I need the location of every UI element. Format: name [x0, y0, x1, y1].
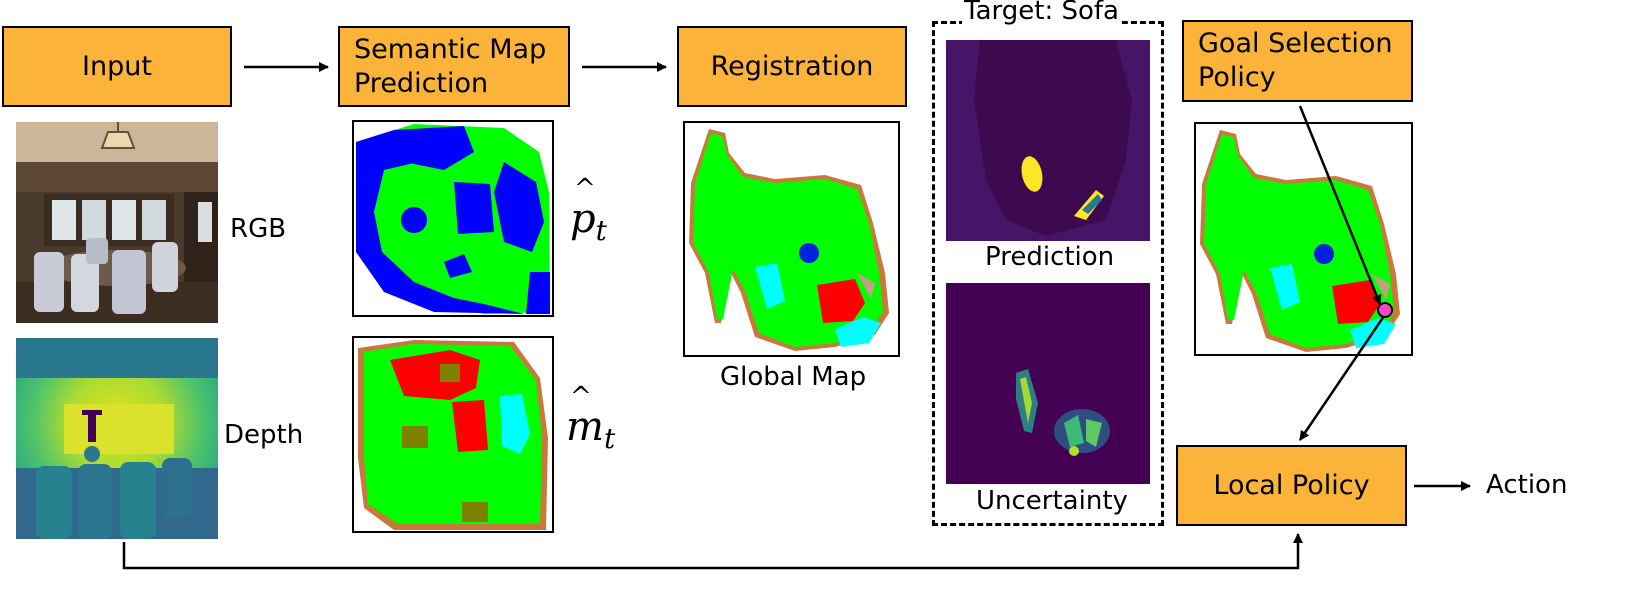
arrow-goal-box-to-goal-point — [1298, 105, 1382, 305]
p-hat-map-frame — [352, 120, 554, 317]
prediction-label: Prediction — [985, 242, 1115, 272]
global-map-label: Global Map — [720, 362, 867, 392]
registration-box-label: Registration — [710, 51, 874, 82]
m-hat-symbol: mt — [566, 382, 616, 455]
goal-map-frame — [1194, 122, 1413, 356]
target-label: Target: Sofa — [962, 0, 1121, 26]
global-map — [685, 123, 898, 355]
rgb-image — [16, 122, 218, 323]
m-hat-map-frame — [352, 336, 554, 533]
depth-label: Depth — [224, 420, 304, 450]
goal-box-line2: Policy — [1198, 62, 1276, 93]
m-hat-sub: t — [603, 422, 616, 455]
prediction-heatmap — [946, 40, 1150, 241]
goal-map — [1196, 124, 1411, 354]
input-box: Input — [2, 26, 232, 107]
uncertainty-label: Uncertainty — [976, 486, 1128, 516]
goal-selection-policy-box: Goal Selection Policy — [1182, 20, 1413, 102]
semantic-box-line1: Semantic Map — [354, 33, 547, 65]
rgb-label: RGB — [230, 214, 287, 244]
p-hat-symbol: pt — [570, 174, 607, 247]
goal-point-marker — [1377, 302, 1393, 318]
local-policy-box-label: Local Policy — [1213, 470, 1370, 501]
connector-depth-to-local-policy — [122, 533, 1303, 570]
goal-box-line1: Goal Selection — [1198, 28, 1393, 59]
semantic-map-prediction-box: Semantic Map Prediction — [338, 26, 570, 107]
local-policy-box: Local Policy — [1176, 445, 1407, 526]
arrow-goal-point-to-local-policy — [1298, 315, 1386, 441]
p-hat-map — [354, 122, 552, 315]
action-label: Action — [1486, 470, 1568, 500]
p-hat-base: p — [570, 174, 596, 242]
global-map-frame — [683, 121, 900, 357]
p-hat-sub: t — [595, 214, 607, 247]
registration-box: Registration — [677, 26, 907, 107]
depth-image — [16, 338, 218, 539]
semantic-box-line2: Prediction — [354, 67, 489, 99]
input-box-label: Input — [82, 51, 152, 82]
m-hat-map — [354, 338, 552, 531]
uncertainty-heatmap — [946, 283, 1150, 484]
m-hat-base: m — [566, 382, 604, 450]
